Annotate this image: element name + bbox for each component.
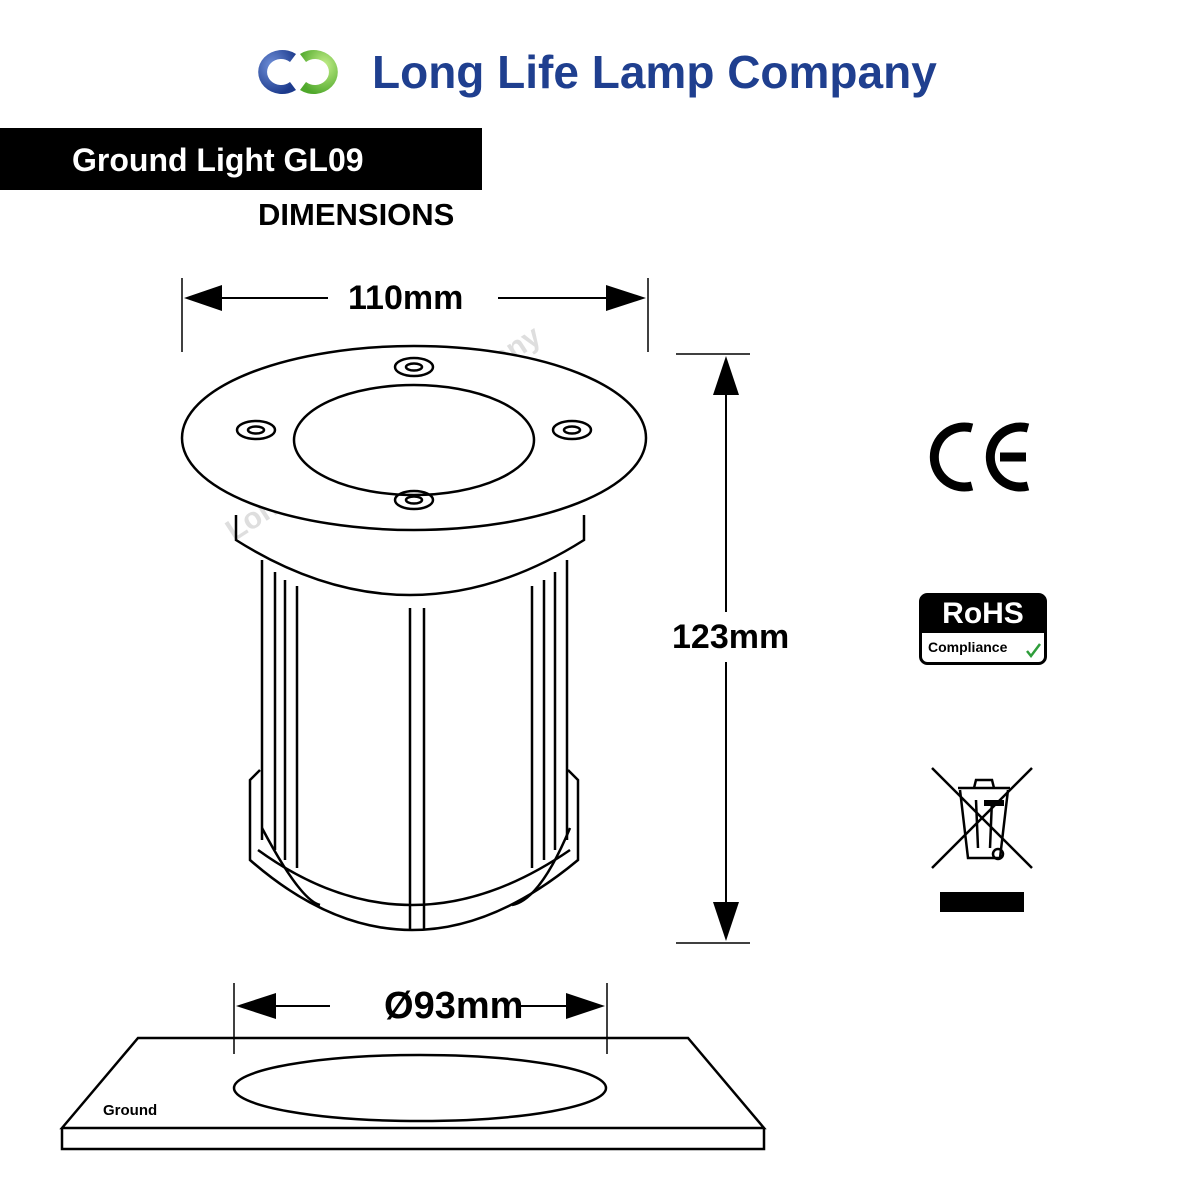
- weee-bin-icon: [931, 767, 1033, 912]
- diameter-value: 93mm: [413, 985, 524, 1027]
- lamp-outline: [59, 278, 767, 1151]
- rohs-compliance-label: Compliance: [928, 639, 1008, 655]
- company-name: Long Life Lamp Company: [372, 46, 937, 98]
- dimension-diameter-label: Ø93mm: [384, 986, 523, 1026]
- ce-mark-icon: CE: [929, 422, 1030, 492]
- title-bar: [0, 128, 482, 190]
- company-logo-icon: [258, 50, 338, 94]
- diameter-symbol: Ø: [384, 985, 414, 1027]
- ground-label: Ground: [103, 1102, 158, 1119]
- rohs-badge-icon: [919, 593, 1047, 665]
- rohs-label: RoHS: [942, 597, 1024, 630]
- dimension-height-label: 123mm: [672, 618, 790, 656]
- product-title: Ground Light GL09: [72, 142, 364, 178]
- arrowheads: [184, 285, 739, 1019]
- section-label: DIMENSIONS: [258, 197, 455, 232]
- dimension-width-label: 110mm: [348, 279, 464, 317]
